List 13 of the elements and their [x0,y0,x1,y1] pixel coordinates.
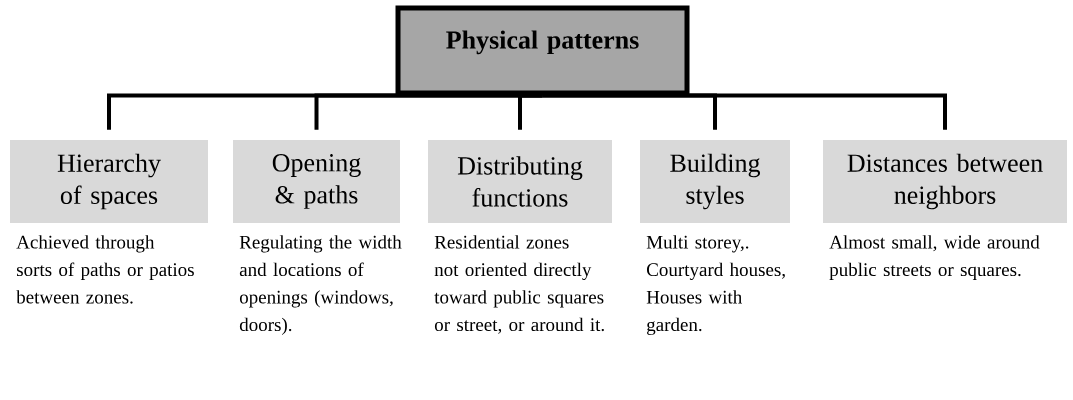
category-box: Opening & paths [233,140,400,223]
connector-line [542,93,947,130]
category-box: Distances between neighbors [823,140,1067,223]
connector-line [518,93,543,130]
description-text: Multi storey,. Courtyard houses, Houses with garden. [646,235,785,335]
description-text: Achieved through sorts of paths or patios between zones. [16,235,194,304]
category-box: Building styles [640,140,790,223]
description-text: Almost small, wide around public streets or squares. [829,235,1040,280]
description-text: Residential zones not oriented directly toward public squares or street, or around it. [434,235,604,334]
category-box: Hierarchy of spaces [10,140,208,223]
description-text: Regulating the width and locations of openings (windows, doors). [239,235,402,335]
title-box: Physical patterns [395,5,690,96]
category-box: Distributing functions [428,140,612,223]
